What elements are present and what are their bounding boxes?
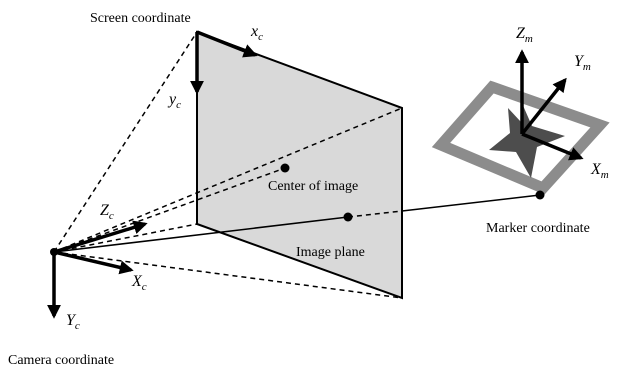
marker [431,80,610,195]
projection-ray-solid-back [401,194,541,212]
camera-origin-point [50,248,58,256]
frustum-line-top-left [53,31,198,253]
frustum-lines [53,31,403,299]
center-of-image-label: Center of image [268,179,358,194]
camera-x-axis-label: Xc [131,273,147,293]
optical-axis [53,167,286,253]
marker-point [535,190,545,200]
screen-y-axis-label: yc [167,91,181,111]
marker-y-axis-arrow [520,77,567,136]
camera-x-axis-arrow [53,250,134,275]
frustum-line-bottom-left [53,223,198,253]
marker-x-axis-arrow [521,132,584,161]
screen-x-axis-label: xc [250,23,263,43]
projected-point [343,212,353,222]
camera-y-axis-label: Yc [66,312,80,332]
screen-x-axis-arrow [196,30,258,58]
screen-coordinate-label: Screen coordinate [90,11,191,26]
marker-x-axis-label: Xm [590,161,609,181]
marker-frame [431,80,610,195]
projection-ray-dashed [347,210,403,218]
image-plane-label: Image plane [296,245,365,260]
camera-coordinate-label: Camera coordinate [8,353,114,368]
marker-z-axis-label: Zm [516,25,533,45]
marker-y-axis-label: Ym [574,53,591,73]
camera-z-axis-label: Zc [100,202,114,222]
center-of-image-point [280,163,290,173]
projection-ray-solid-front [53,216,349,253]
marker-coordinate-label: Marker coordinate [486,221,590,236]
frustum-line-bottom-right [53,251,403,299]
marker-star-icon [489,101,565,178]
camera-z-axis-arrow [53,220,148,254]
